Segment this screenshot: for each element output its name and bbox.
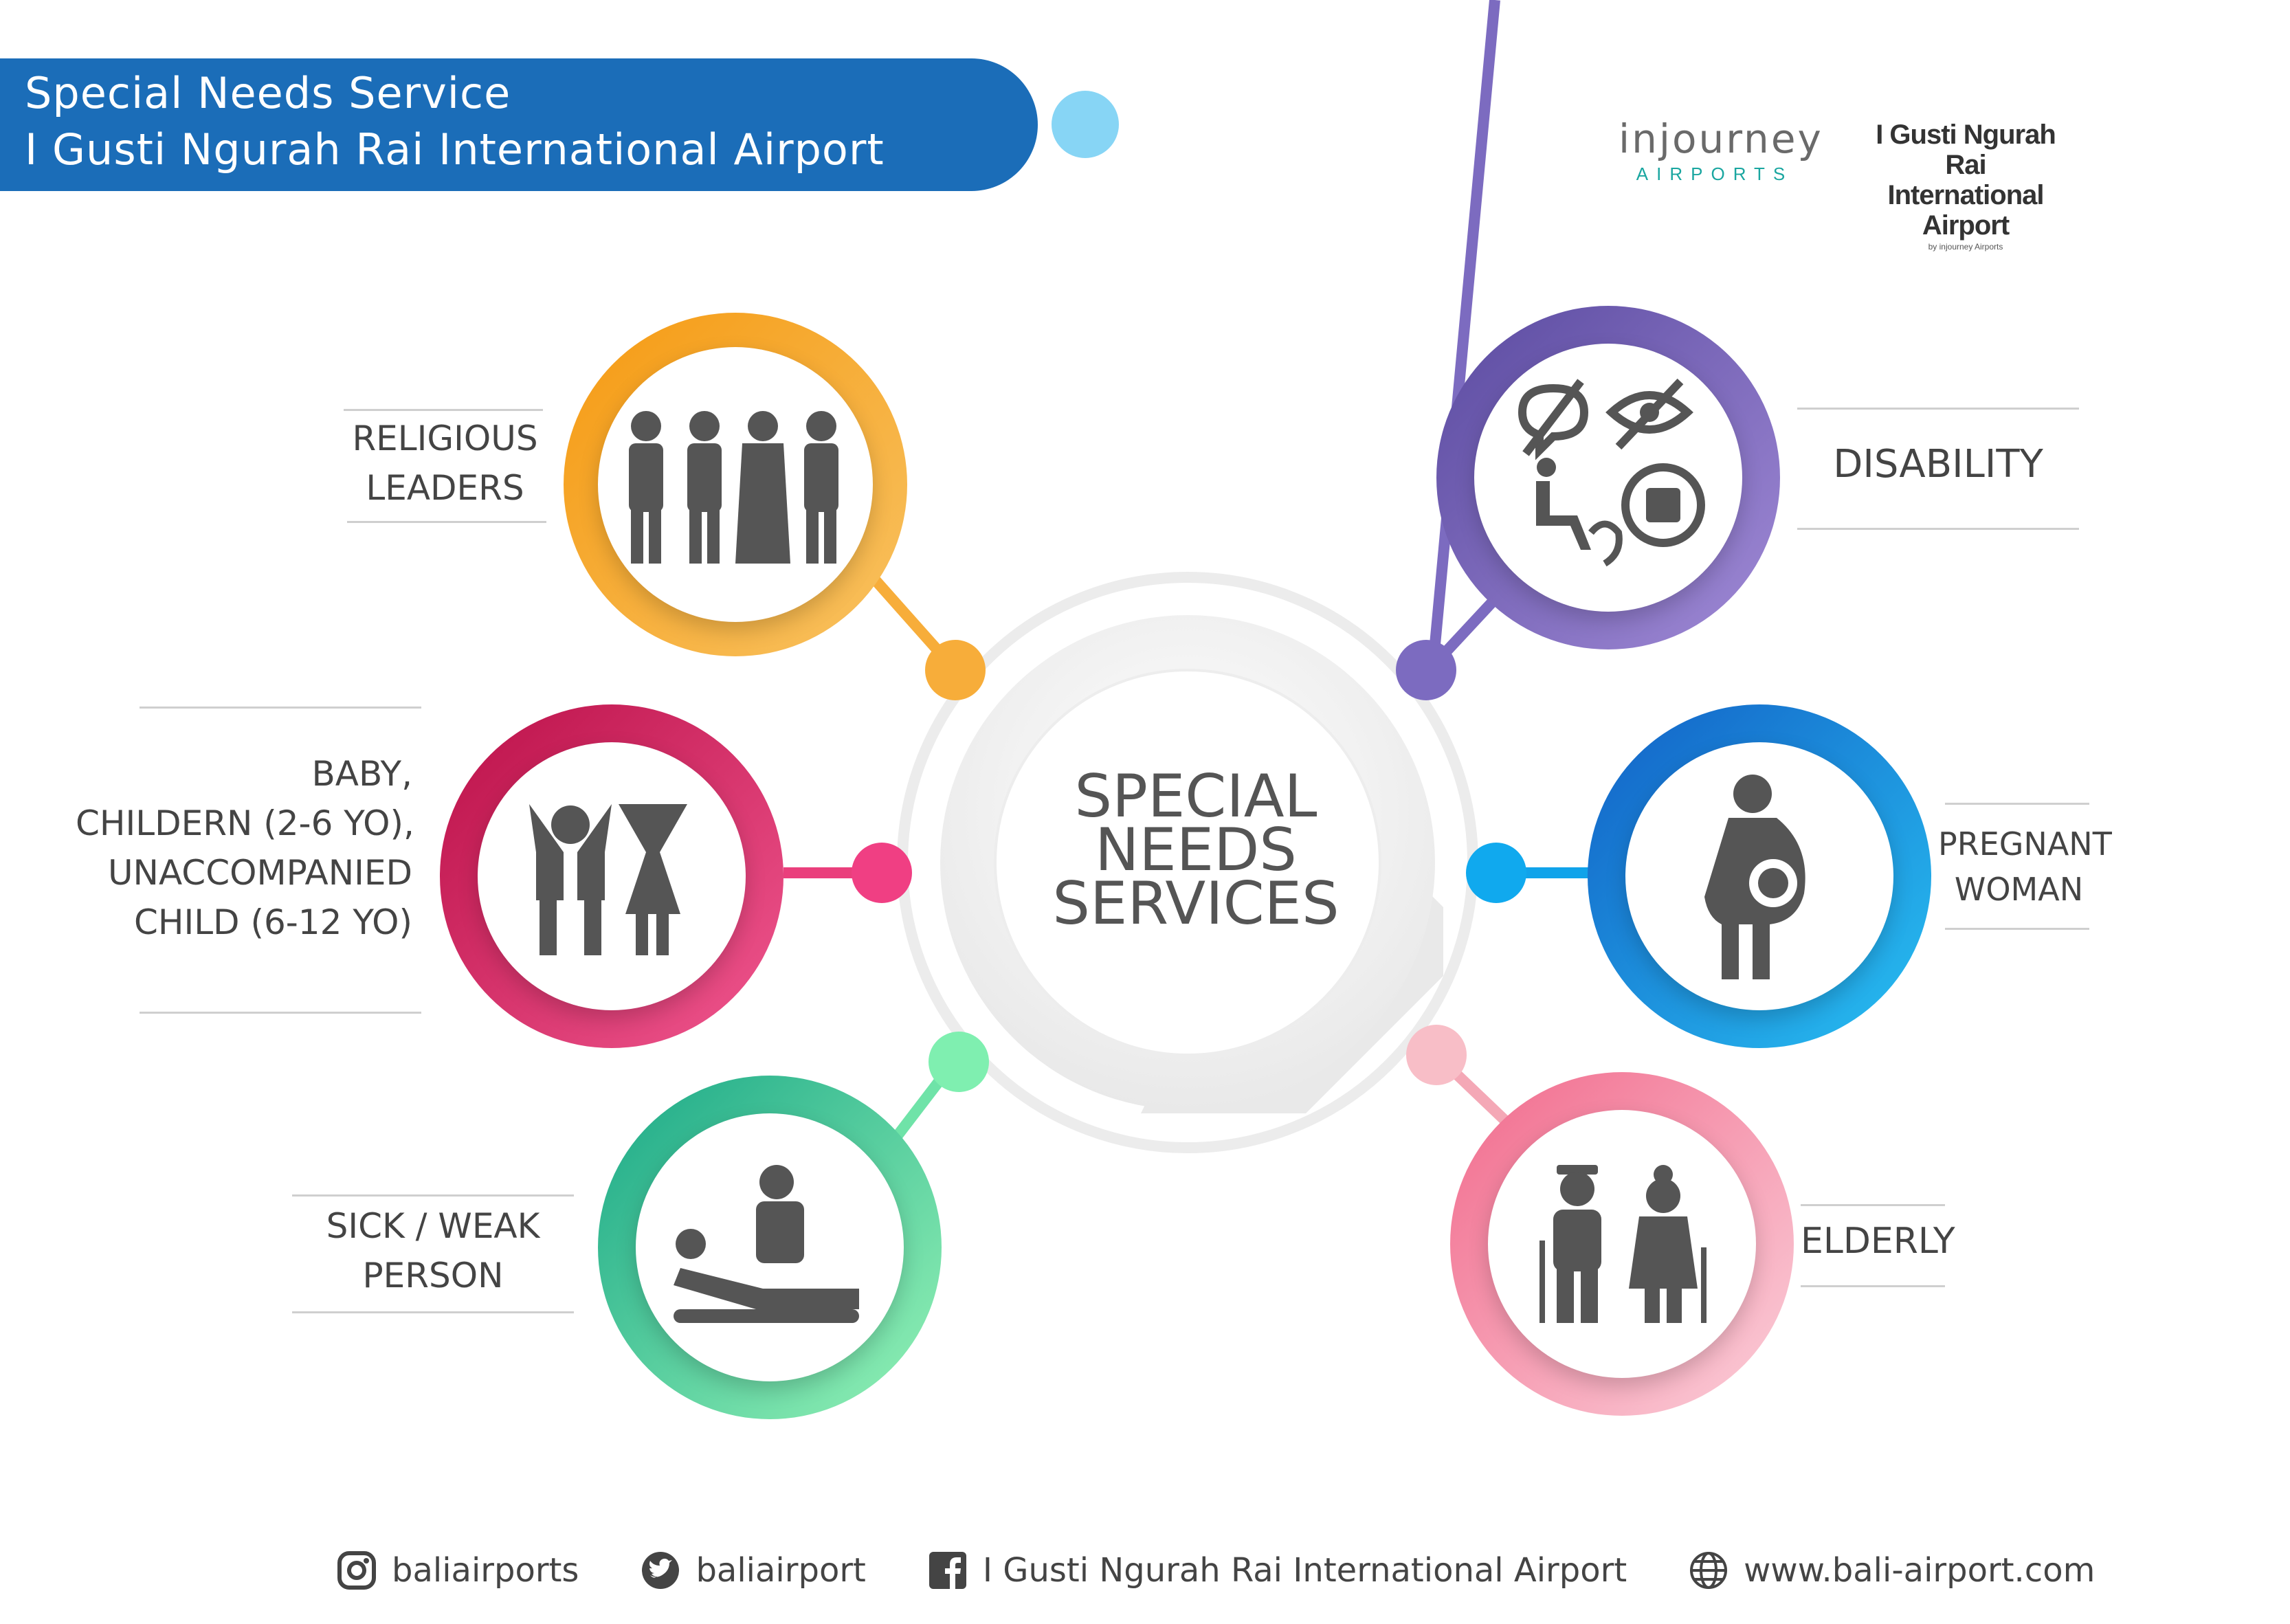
disability-rule-top (1797, 408, 2079, 410)
node-religious-leaders (564, 313, 907, 656)
connector-dot-baby (852, 843, 912, 903)
center-title-line1: SPECIAL (1074, 762, 1318, 831)
nurse-patient-icon (674, 1165, 859, 1323)
instagram-handle: baliairports (392, 1551, 579, 1590)
elderly-label-line1: ELDERLY (1801, 1221, 1955, 1262)
node-pregnant-woman (1588, 704, 1931, 1048)
header-title-line2: I Gusti Ngurah Rai International Airport (25, 124, 885, 175)
center-inner-disc (994, 669, 1381, 1056)
ngurah-rai-airport-logo: I Gusti Ngurah Rai International Airport… (1856, 120, 2076, 252)
baby-label-line3: UNACCOMPANIED (107, 853, 412, 893)
disability-icon (1518, 378, 1705, 567)
pregnant-rule-top (1945, 803, 2089, 805)
religious-rule-top (344, 409, 543, 411)
facebook-icon (929, 1552, 966, 1589)
connector-dot-elderly (1406, 1025, 1467, 1085)
injourney-logo-sub: AIRPORTS (1636, 164, 1794, 184)
footer-instagram[interactable]: baliairports (337, 1550, 579, 1590)
baby-label-line4: CHILD (6-12 YO) (133, 902, 412, 942)
pregnant-label: PREGNANT WOMAN (1938, 821, 2112, 912)
elderly-couple-icon (1539, 1165, 1707, 1323)
sick-rule-top (292, 1194, 574, 1197)
connector-dot-religious (925, 640, 986, 700)
twitter-handle: baliairport (696, 1551, 866, 1590)
baby-label-line1: BABY, (311, 754, 412, 794)
disability-label: DISABILITY (1797, 440, 2079, 489)
injourney-airports-logo: injourney AIRPORTS (1619, 115, 1823, 191)
baby-rule-bottom (140, 1012, 421, 1014)
header-banner: Special Needs Service I Gusti Ngurah Rai… (0, 58, 1038, 191)
sick-rule-bottom (292, 1311, 574, 1313)
disability-rule-bottom (1797, 528, 2079, 530)
facebook-name: I Gusti Ngurah Rai International Airport (982, 1551, 1627, 1590)
node-baby-children (440, 704, 783, 1048)
sick-label-line2: PERSON (362, 1256, 504, 1295)
ngurah-logo-line2: International Airport (1887, 180, 2044, 241)
ngurah-logo-line1: I Gusti Ngurah Rai (1876, 120, 2056, 180)
website-url: www.bali-airport.com (1744, 1551, 2096, 1590)
pregnant-label-line1: PREGNANT (1938, 825, 2112, 863)
center-title-line2: NEEDS (1095, 816, 1297, 885)
children-icon (529, 804, 687, 955)
religious-label: RELIGIOUS LEADERS (347, 414, 543, 513)
pregnant-rule-bottom (1945, 928, 2089, 930)
footer-facebook[interactable]: I Gusti Ngurah Rai International Airport (928, 1550, 1627, 1590)
header-accent-dot (1052, 91, 1119, 158)
node-disability (1436, 306, 1780, 649)
center-title: SPECIAL NEEDS SERVICES (990, 762, 1402, 938)
connector-dot-pregnant (1466, 843, 1526, 903)
religious-label-line1: RELIGIOUS (352, 419, 538, 458)
connector-disability (1427, 0, 1500, 667)
connector-dot-disability (1396, 640, 1456, 700)
footer-website[interactable]: www.bali-airport.com (1689, 1550, 2095, 1590)
sick-label-line1: SICK / WEAK (326, 1206, 540, 1246)
footer-twitter[interactable]: baliairport (641, 1550, 866, 1590)
baby-label-line2: CHILDERN (2-6 YO), (76, 803, 414, 843)
injourney-logo-word: injourney (1619, 115, 1823, 162)
pregnant-label-line2: WOMAN (1954, 871, 2084, 908)
religious-leaders-icon (629, 411, 838, 564)
pregnant-woman-icon (1704, 775, 1805, 979)
instagram-icon (337, 1551, 376, 1590)
header-title-line1: Special Needs Service (25, 68, 511, 118)
elderly-label: ELDERLY (1801, 1216, 1955, 1266)
ngurah-logo-sub: by injourney Airports (1928, 242, 2003, 252)
center-title-line3: SERVICES (1052, 869, 1339, 938)
node-elderly (1450, 1072, 1794, 1416)
globe-icon (1690, 1552, 1728, 1589)
connector-dot-sick (929, 1032, 989, 1092)
sick-label: SICK / WEAK PERSON (292, 1201, 574, 1300)
baby-rule-top (140, 707, 421, 709)
elderly-rule-bottom (1801, 1285, 1945, 1287)
footer-social: baliairports baliairport I Gusti Ngurah … (337, 1543, 2095, 1598)
elderly-rule-top (1801, 1204, 1945, 1206)
node-sick-weak (598, 1076, 942, 1419)
religious-label-line2: LEADERS (366, 468, 524, 508)
religious-rule-bottom (347, 521, 546, 523)
disability-label-line1: DISABILITY (1833, 442, 2043, 487)
twitter-icon (642, 1552, 680, 1589)
baby-label: BABY, CHILDERN (2-6 YO), UNACCOMPANIED C… (76, 749, 414, 947)
